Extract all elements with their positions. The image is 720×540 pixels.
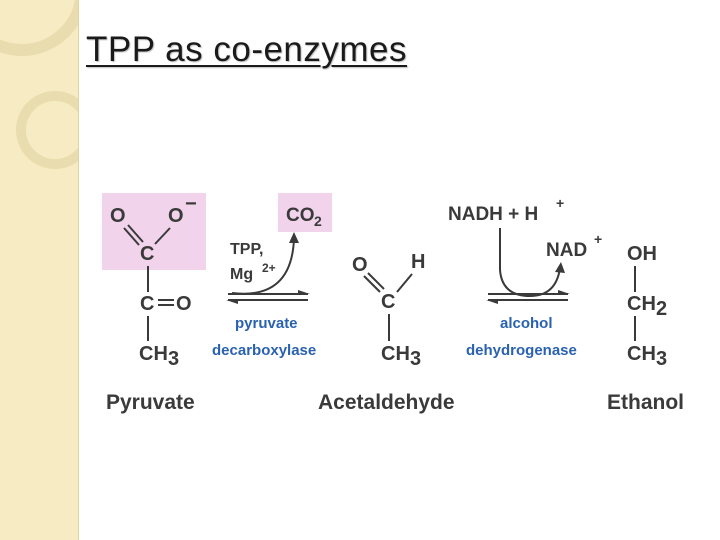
enzyme1-line2: decarboxylase [212, 342, 316, 359]
enzyme2-line1: alcohol [500, 315, 553, 332]
ethanol-ch2: CH [627, 293, 656, 315]
ethanol-ch3: CH [627, 343, 656, 365]
pyruvate-o1: O [110, 205, 126, 227]
nad-charge: + [594, 231, 602, 247]
ethanol-ch3-sub: 3 [656, 348, 667, 370]
decorative-circles [0, 0, 78, 169]
nadh-label: NADH + H [448, 204, 538, 225]
co2-subscript: 2 [314, 213, 322, 229]
pyruvate-c2: C [140, 293, 154, 315]
acetaldehyde-c: C [381, 291, 395, 313]
ethanol-structure: OH CH 2 CH 3 [627, 243, 667, 370]
enzyme2-line2: dehydrogenase [466, 342, 577, 359]
nadh-charge: + [556, 195, 564, 211]
pyruvate-o2: O [168, 205, 184, 227]
pyruvate-charge: − [185, 193, 197, 215]
pyruvate-ch3-sub: 3 [168, 348, 179, 370]
acetaldehyde-structure: O H C CH 3 [352, 251, 425, 370]
tpp-label: TPP, [230, 241, 264, 258]
pyruvate-carboxyl-highlight [102, 193, 206, 270]
slide-title: TPP as co-enzymes [86, 30, 408, 69]
acetaldehyde-ch3: CH [381, 343, 410, 365]
ethanol-name: Ethanol [607, 391, 684, 414]
acetaldehyde-h: H [411, 251, 425, 273]
acetaldehyde-o: O [352, 254, 368, 276]
mg-label: Mg [230, 266, 253, 283]
ethanol-oh: OH [627, 243, 657, 265]
decorative-sidebar [0, 0, 79, 540]
co2-label: CO [286, 205, 315, 226]
nad-label: NAD [546, 240, 587, 261]
acetaldehyde-ch3-sub: 3 [410, 348, 421, 370]
co2-highlight [278, 193, 332, 232]
dehydrogenase-step: NADH + H + NAD + alcohol dehydrogenase [448, 195, 602, 359]
pyruvate-name: Pyruvate [106, 391, 195, 414]
enzyme1-line1: pyruvate [235, 315, 298, 332]
decarboxylase-step: CO 2 TPP, Mg 2+ pyruvate decarboxylase [212, 205, 322, 359]
pyruvate-structure: O O − C C O CH 3 [110, 193, 197, 370]
pyruvate-ch3: CH [139, 343, 168, 365]
pyruvate-o3: O [176, 293, 192, 315]
pyruvate-c1: C [140, 243, 154, 265]
acetaldehyde-name: Acetaldehyde [318, 391, 455, 414]
mg-charge: 2+ [262, 261, 276, 275]
ethanol-ch2-sub: 2 [656, 298, 667, 320]
